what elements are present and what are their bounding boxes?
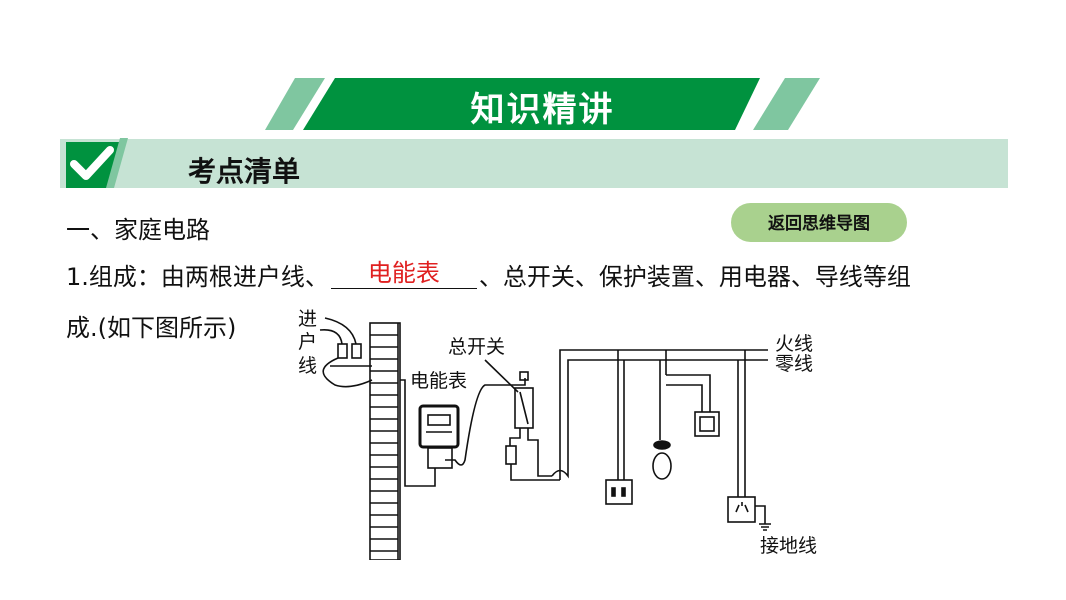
label-neutral-wire: 零线 xyxy=(775,353,813,375)
answer-blank: 电能表 xyxy=(330,253,477,289)
paragraph-suffix: 、总开关、保护装置、用电器、导线等组 xyxy=(478,263,911,291)
paragraph-line-2: 成.(如下图所示) xyxy=(66,314,237,342)
main-switch xyxy=(484,359,560,481)
banner-title: 知识精讲 xyxy=(470,90,615,130)
insulators xyxy=(319,317,373,388)
banner-shape xyxy=(265,78,820,130)
topic-heading: 一、家庭电路 xyxy=(66,216,210,244)
paragraph-line-1: 1.组成：由两根进户线、电能表、总开关、保护装置、用电器、导线等组 xyxy=(66,257,911,293)
live-wire xyxy=(551,349,768,480)
label-service-wire-2: 户 xyxy=(298,331,317,353)
label-ground-wire: 接地线 xyxy=(760,535,817,557)
energy-meter xyxy=(400,378,526,487)
label-service-wire-1: 进 xyxy=(298,308,317,330)
section-title: 考点清单 xyxy=(188,155,301,188)
label-meter: 电能表 xyxy=(410,370,467,392)
socket-branch xyxy=(605,350,633,505)
section-banner: 知识精讲 xyxy=(265,78,820,130)
three-pin-socket-branch xyxy=(727,350,771,531)
brick-wall xyxy=(369,322,401,560)
lamp-branch xyxy=(652,350,720,480)
back-to-mindmap-button[interactable]: 返回思维导图 xyxy=(731,203,907,242)
label-main-switch: 总开关 xyxy=(448,336,505,358)
section-bar xyxy=(60,139,1008,188)
household-circuit-diagram: 进 户 线 总开关 电能表 火线 零线 接地线 xyxy=(298,308,817,560)
paragraph-prefix: 1.组成：由两根进户线、 xyxy=(66,263,329,291)
checkmark-icon xyxy=(66,138,128,188)
label-live-wire: 火线 xyxy=(775,333,813,355)
label-service-wire-3: 线 xyxy=(298,355,317,377)
